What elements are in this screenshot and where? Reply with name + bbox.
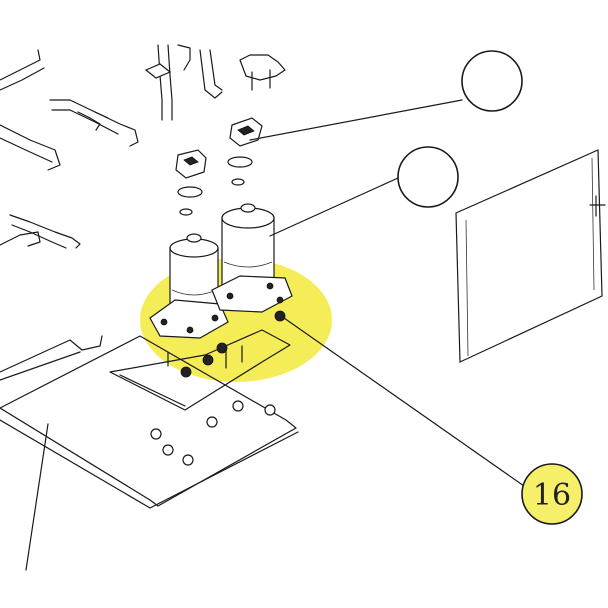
callout-circle-16 — [521, 463, 583, 525]
base-plate — [0, 310, 299, 509]
upper-fittings — [144, 44, 286, 121]
leader-line-a — [249, 99, 463, 141]
callout-circle-b — [397, 146, 459, 208]
side-panel — [455, 149, 606, 363]
pump-flanges — [149, 275, 293, 339]
leader-line-b — [269, 177, 399, 237]
leader-line-bottom — [25, 423, 49, 571]
leader-line-left — [0, 351, 81, 381]
callout-circle-a — [461, 50, 523, 112]
motor-heads — [175, 117, 263, 216]
tubing-left — [0, 49, 139, 249]
leader-line-16 — [283, 317, 525, 487]
callout-label-16: 16 — [533, 478, 571, 513]
